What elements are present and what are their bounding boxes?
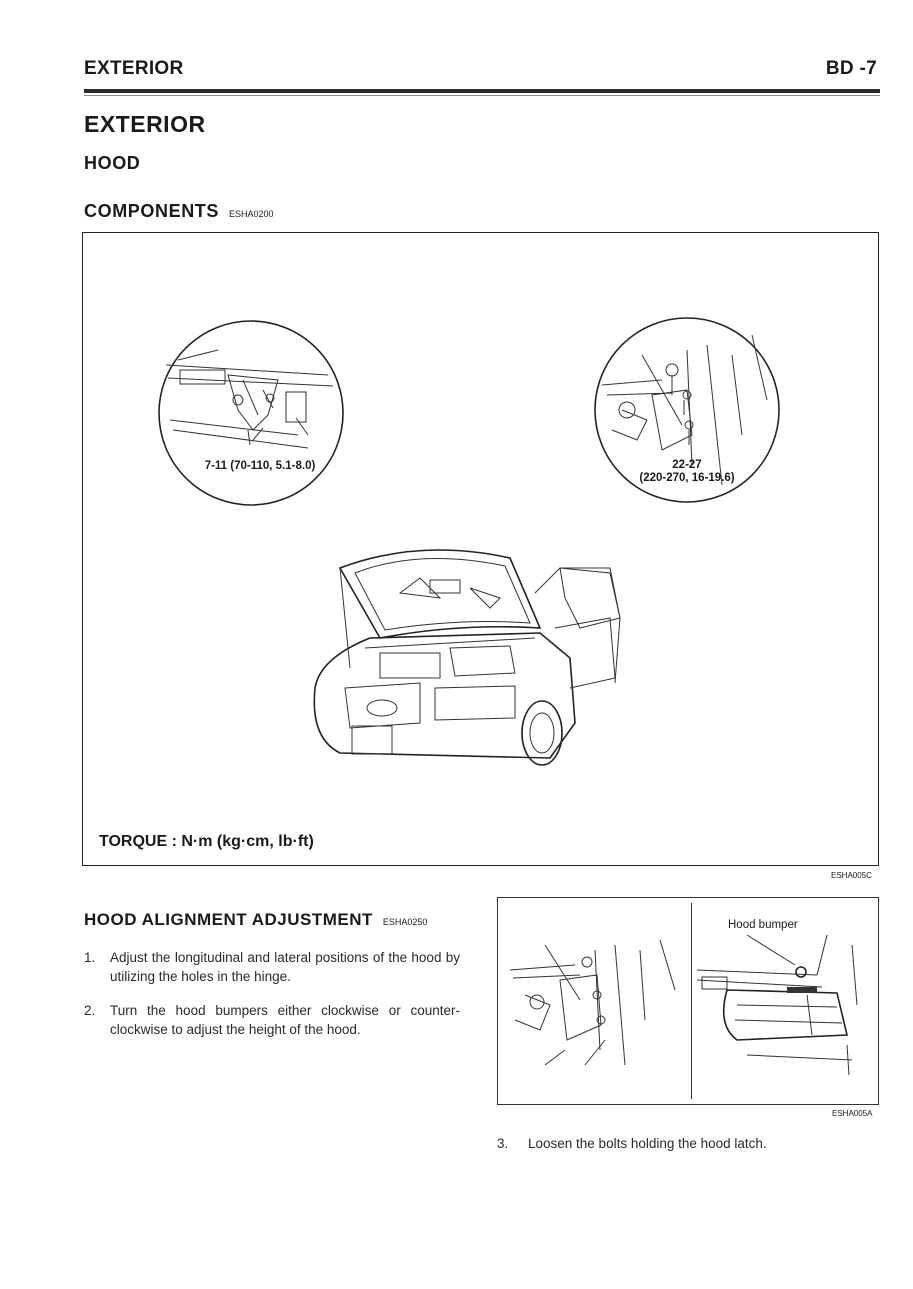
hood-hinge-detail-icon bbox=[594, 317, 780, 503]
figure2-code: ESHA005A bbox=[832, 1109, 873, 1118]
header-rule bbox=[84, 89, 880, 93]
alignment-code: ESHA0250 bbox=[382, 917, 428, 927]
step-number: 1. bbox=[84, 950, 96, 965]
alignment-steps: 1. Adjust the longitudinal and lateral p… bbox=[84, 948, 460, 1054]
hinge-adjustment-icon bbox=[509, 939, 676, 1066]
step-1: 1. Adjust the longitudinal and lateral p… bbox=[84, 948, 460, 986]
vehicle-open-hood-icon bbox=[313, 549, 621, 766]
hood-latch-detail-icon bbox=[158, 320, 344, 506]
step-2: 2. Turn the hood bumpers either clockwis… bbox=[84, 1001, 460, 1039]
step-text: Turn the hood bumpers either clockwise o… bbox=[110, 1003, 460, 1037]
torque-callout-right: 22-27 (220-270, 16-19.6) bbox=[612, 459, 762, 485]
step-text: Adjust the longitudinal and lateral posi… bbox=[110, 950, 460, 984]
header-section-title: EXTERIOR bbox=[84, 58, 184, 79]
torque-callout-right-line1: 22-27 bbox=[672, 459, 702, 471]
alignment-heading-text: HOOD ALIGNMENT ADJUSTMENT bbox=[84, 910, 373, 929]
step-text: Loosen the bolts holding the hood latch. bbox=[528, 1136, 767, 1151]
torque-callout-left: 7-11 (70-110, 5.1-8.0) bbox=[204, 460, 316, 472]
components-heading-text: COMPONENTS bbox=[84, 201, 220, 221]
hood-bumper-icon bbox=[696, 934, 858, 1076]
page-title: EXTERIOR bbox=[84, 111, 206, 137]
hood-bumper-label: Hood bumper bbox=[728, 919, 798, 931]
figure1-code: ESHA005C bbox=[831, 871, 872, 880]
figure-divider bbox=[691, 903, 692, 1099]
header-page-number: BD -7 bbox=[825, 58, 877, 79]
components-heading: COMPONENTS ESHA0200 bbox=[84, 201, 274, 222]
header-rule-thin bbox=[84, 95, 880, 96]
alignment-heading: HOOD ALIGNMENT ADJUSTMENT ESHA0250 bbox=[84, 910, 427, 930]
step-3: 3. Loosen the bolts holding the hood lat… bbox=[497, 1136, 767, 1151]
step-number: 2. bbox=[84, 1003, 96, 1018]
torque-callout-right-line2: (220-270, 16-19.6) bbox=[639, 472, 735, 484]
alignment-figure bbox=[497, 897, 879, 1105]
step-number: 3. bbox=[497, 1136, 509, 1151]
torque-unit-label: TORQUE : N·m (kg·cm, lb·ft) bbox=[99, 833, 314, 850]
components-code: ESHA0200 bbox=[229, 209, 274, 219]
components-figure bbox=[82, 232, 879, 866]
page-subtitle: HOOD bbox=[84, 153, 141, 173]
